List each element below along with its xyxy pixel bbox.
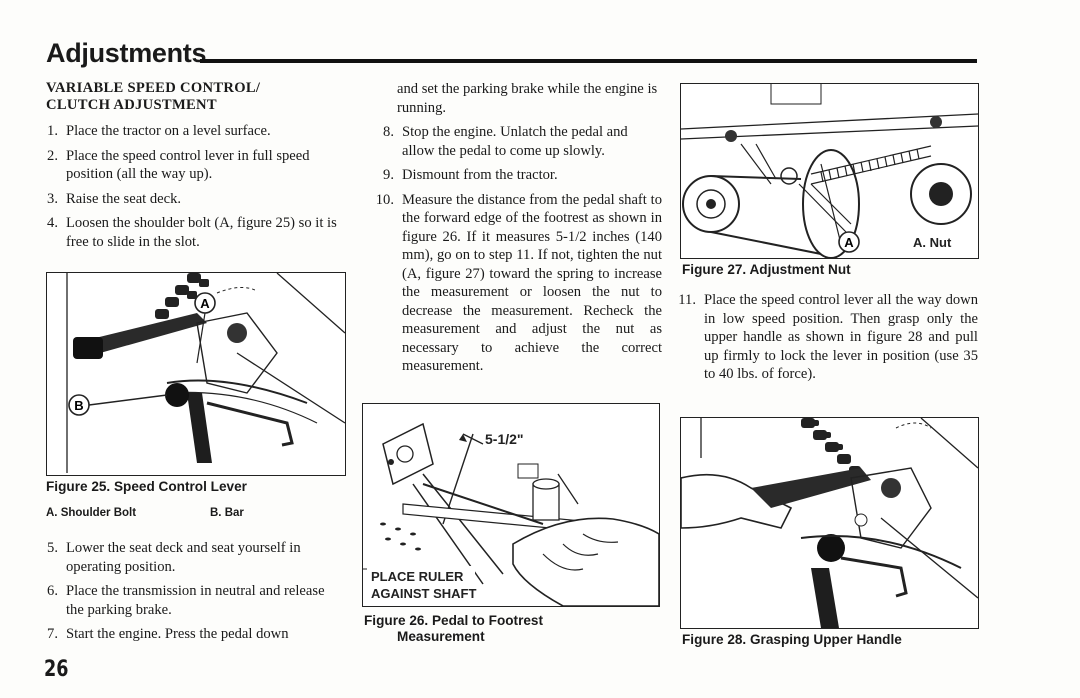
figure-26-caption-line-1: Figure 26. Pedal to Footrest xyxy=(364,613,544,628)
figure-26-illustration: 5-1/2" PLACE RULER AGAINST SHAFT xyxy=(362,403,660,607)
step-text: Measure the distance from the pedal shaf… xyxy=(402,191,662,375)
adjustment-nut-drawing: A A. Nut xyxy=(681,84,978,258)
page-title: Adjustments xyxy=(46,38,207,68)
step-item: 4. Loosen the shoulder bolt (A, figure 25… xyxy=(46,214,346,251)
pedal-footrest-drawing: 5-1/2" PLACE RULER AGAINST SHAFT xyxy=(363,404,659,606)
ruler-note-line-1: PLACE RULER xyxy=(371,569,464,584)
section-heading: VARIABLE SPEED CONTROL/ CLUTCH ADJUSTMEN… xyxy=(46,80,346,114)
step-list-1-4: 1.Place the tractor on a level surface. … xyxy=(46,122,346,251)
step-number: 7. xyxy=(47,626,58,642)
section-heading-line-1: VARIABLE SPEED CONTROL/ xyxy=(46,80,261,96)
speed-control-lever-drawing: A B xyxy=(47,273,345,475)
grasping-handle-drawing xyxy=(681,418,978,628)
step-item: 1. Place the tractor on a level surface. xyxy=(46,122,346,141)
callout-a-label: A xyxy=(844,235,854,250)
step-item: 8. Stop the engine. Unlatch the pedal and… xyxy=(368,123,662,160)
step-item: 9. Dismount from the tractor. xyxy=(368,166,662,185)
figure-25-illustration: A B xyxy=(46,272,346,476)
nut-label: A. Nut xyxy=(913,235,952,250)
figure-25-caption: Figure 25. Speed Control Lever xyxy=(46,479,247,494)
column-2: and set the parking brake while the engi… xyxy=(368,80,662,382)
step-item: 10. Measure the distance from the pedal s… xyxy=(368,191,662,376)
section-heading-line-2: CLUTCH ADJUSTMENT xyxy=(46,97,217,113)
figure-26-caption-line-2: Measurement xyxy=(397,629,485,644)
ruler-note-line-2: AGAINST SHAFT xyxy=(371,586,477,601)
step-number: 2. xyxy=(47,147,58,164)
column-1: VARIABLE SPEED CONTROL/ CLUTCH ADJUSTMEN… xyxy=(46,80,346,257)
step-text: Loosen the shoulder bolt (A, figure 25) … xyxy=(66,215,337,250)
step-text: Dismount from the tractor. xyxy=(402,167,558,183)
step-list-11: 11. Place the speed control lever all the… xyxy=(678,291,978,390)
step-number: 8. xyxy=(383,124,394,140)
step-item: 3. Raise the seat deck. xyxy=(46,190,346,209)
step-item: 5. Lower the seat deck and seat yourself … xyxy=(46,539,346,576)
callout-a-label: A xyxy=(200,296,210,311)
step-number: 6. xyxy=(47,583,58,599)
figure-27-illustration: A A. Nut xyxy=(680,83,979,259)
step-item: 6. Place the transmission in neutral and … xyxy=(46,582,346,619)
step-text: Stop the engine. Unlatch the pedal and a… xyxy=(402,124,628,159)
step-number: 1. xyxy=(47,123,58,139)
measurement-label: 5-1/2" xyxy=(485,431,524,447)
step-text: Place the speed control lever all the wa… xyxy=(704,292,978,382)
figure-28-illustration xyxy=(680,417,979,629)
step-item: 11. Place the speed control lever all the… xyxy=(678,291,978,384)
step-text: Lower the seat deck and seat yourself in… xyxy=(66,540,301,575)
step-text: Place the transmission in neutral and re… xyxy=(66,583,325,618)
step-item: 7. Start the engine. Press the pedal down xyxy=(46,625,346,644)
step-text: Start the engine. Press the pedal down xyxy=(66,626,289,642)
figure-27-caption: Figure 27. Adjustment Nut xyxy=(682,262,851,277)
step-list-5-7: 5. Lower the seat deck and seat yourself … xyxy=(46,539,346,650)
figure-26-caption: Figure 26. Pedal to Footrest Measurement xyxy=(364,613,543,645)
step-number: 9. xyxy=(383,167,394,183)
callout-b-label: B xyxy=(74,398,83,413)
step-number: 11. xyxy=(678,292,696,308)
figure-25-legend-a: A. Shoulder Bolt xyxy=(46,507,137,519)
step-text: Raise the seat deck. xyxy=(66,190,182,207)
figure-28-caption: Figure 28. Grasping Upper Handle xyxy=(682,632,902,647)
step-7-continuation: and set the parking brake while the engi… xyxy=(397,81,658,116)
header-rule xyxy=(200,59,977,63)
step-text: Place the tractor on a level surface. xyxy=(66,123,271,139)
figure-25-legend-b: B. Bar xyxy=(210,507,244,519)
step-number: 5. xyxy=(47,540,58,556)
step-item: 2. Place the speed control lever in full … xyxy=(46,147,346,184)
step-number: 10. xyxy=(375,191,394,208)
step-number: 4. xyxy=(47,215,58,231)
step-text: Place the speed control lever in full sp… xyxy=(66,147,310,183)
page-number: 26 xyxy=(44,657,69,682)
step-number: 3. xyxy=(47,190,58,207)
